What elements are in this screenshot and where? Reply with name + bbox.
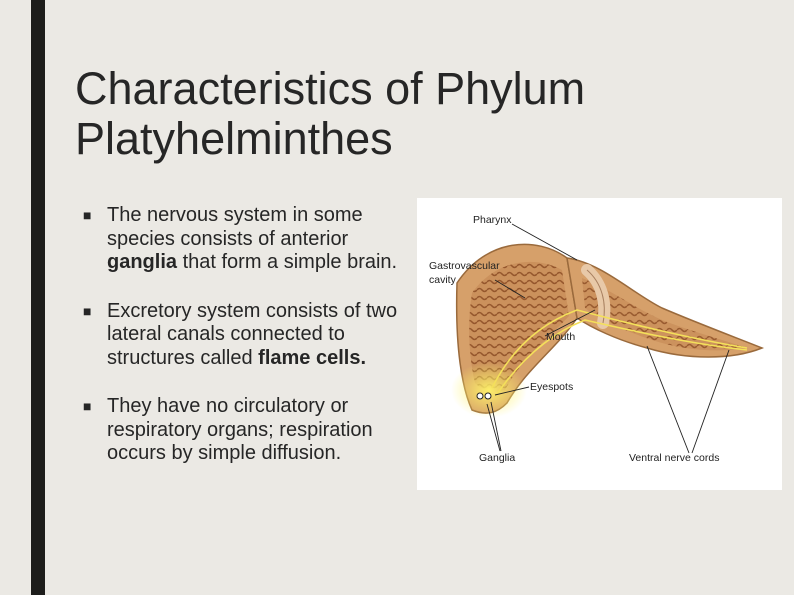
accent-bar bbox=[31, 0, 45, 595]
label-eyespots: Eyespots bbox=[530, 381, 573, 393]
square-bullet-icon: ■ bbox=[83, 207, 92, 223]
bullet-item: ■ They have no circulatory or respirator… bbox=[83, 395, 403, 466]
worm-body-front bbox=[566, 257, 765, 358]
leader-lines bbox=[486, 223, 730, 454]
label-ganglia: Ganglia bbox=[479, 452, 515, 464]
bullet-text: The nervous system in some species consi… bbox=[107, 204, 398, 273]
pharynx-outline bbox=[586, 269, 605, 324]
slide-title: Characteristics of Phylum Platyhelminthe… bbox=[75, 63, 586, 164]
ventral-nerve-cord-2 bbox=[496, 319, 748, 395]
label-ventral-nerve-cords: Ventral nerve cords bbox=[629, 452, 719, 464]
gastrovascular-cavity bbox=[469, 261, 569, 392]
bullet-list: ■ The nervous system in some species con… bbox=[83, 204, 403, 466]
gut-branch-front bbox=[582, 278, 747, 351]
bullet-item: ■ The nervous system in some species con… bbox=[83, 204, 403, 275]
label-cavity: cavity bbox=[429, 274, 457, 286]
bullet-text: They have no circulatory or respiratory … bbox=[107, 395, 373, 464]
label-pharynx: Pharynx bbox=[473, 214, 512, 226]
bullet-item: ■ Excretory system consists of two later… bbox=[83, 300, 403, 371]
label-mouth: Mouth bbox=[546, 331, 575, 343]
flatworm-diagram: Pharynx Gastrovascular cavity Mouth Eyes… bbox=[417, 198, 782, 490]
bullet-text: Excretory system consists of two lateral… bbox=[107, 299, 398, 369]
ventral-nerve-cord bbox=[491, 309, 748, 389]
eyespot bbox=[476, 392, 484, 400]
square-bullet-icon: ■ bbox=[83, 302, 92, 319]
ganglia-glow bbox=[451, 362, 527, 418]
label-gastrovascular: Gastrovascular bbox=[429, 260, 500, 272]
square-bullet-icon: ■ bbox=[83, 398, 92, 414]
eyespot bbox=[484, 392, 492, 400]
